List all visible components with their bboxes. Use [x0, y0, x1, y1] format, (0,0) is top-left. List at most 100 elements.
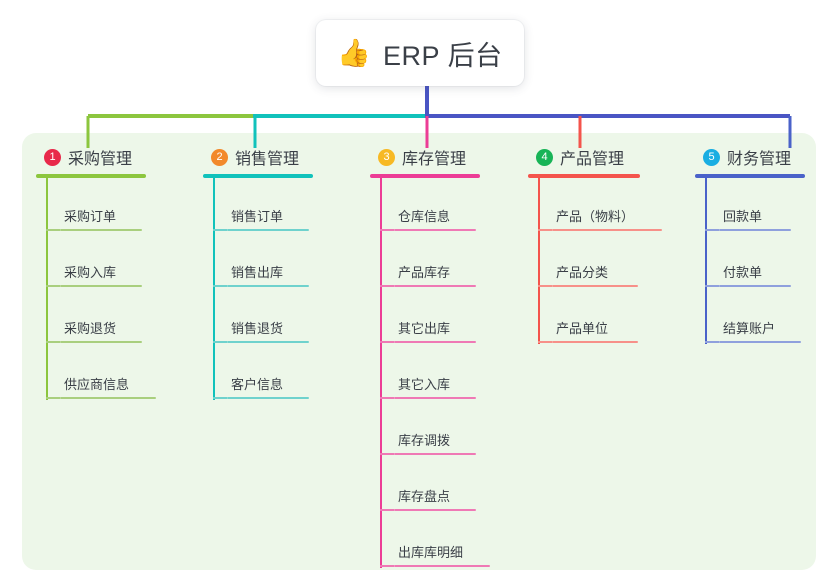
branch-item-label: 供应商信息 — [64, 377, 130, 392]
branch-item-underline — [227, 341, 309, 343]
branch-item-label: 付款单 — [723, 265, 763, 280]
branch-item[interactable]: 产品单位 — [528, 290, 640, 346]
branch-underline-1 — [36, 174, 146, 178]
root-node[interactable]: 👍 ERP 后台 — [316, 20, 524, 86]
branch-item-underline — [227, 285, 309, 287]
branch-item-tick — [380, 453, 394, 455]
branch-item[interactable]: 采购入库 — [36, 234, 146, 290]
branch-item-underline — [394, 285, 476, 287]
branch-item-label: 采购入库 — [64, 265, 117, 280]
branch-header-4[interactable]: 4 产品管理 — [528, 146, 640, 168]
branch-item-label: 结算账户 — [723, 321, 776, 336]
branch-item[interactable]: 采购订单 — [36, 178, 146, 234]
branch-item-label: 销售订单 — [231, 209, 284, 224]
branch-item-tick — [213, 229, 227, 231]
branch-spine-2 — [213, 178, 215, 400]
branch-item-label: 回款单 — [723, 209, 763, 224]
branch-item[interactable]: 采购退货 — [36, 290, 146, 346]
branch-item-list-4: 产品（物料） 产品分类产品单位 — [528, 178, 662, 346]
branch-item[interactable]: 出库库明细 — [370, 514, 490, 570]
branch-badge-4: 4 — [536, 148, 553, 166]
branch-item-tick — [705, 229, 719, 231]
branch-underline-5 — [695, 174, 805, 178]
branch-item-underline — [227, 397, 309, 399]
branch-underline-3 — [370, 174, 480, 178]
branch-item-tick — [213, 285, 227, 287]
branch-item-underline — [227, 229, 309, 231]
branch-item-underline — [60, 397, 156, 399]
branch-spine-1 — [46, 178, 48, 400]
branch-item[interactable]: 产品库存 — [370, 234, 480, 290]
branch-item-tick — [46, 397, 60, 399]
branch-item[interactable]: 客户信息 — [203, 346, 313, 402]
branch-item-list-3: 仓库信息产品库存其它出库其它入库库存调拨库存盘点出库库明细 — [370, 178, 490, 570]
branch-item-label: 库存调拨 — [398, 433, 451, 448]
branch-item-label: 产品（物料） — [556, 209, 635, 224]
branch-item[interactable]: 其它入库 — [370, 346, 480, 402]
branch-badge-5: 5 — [703, 148, 720, 166]
branch-column-4[interactable]: 4 产品管理产品（物料） 产品分类产品单位 — [528, 146, 662, 346]
branch-item-underline — [60, 229, 142, 231]
branch-item[interactable]: 产品（物料） — [528, 178, 662, 234]
branch-item-label: 其它出库 — [398, 321, 451, 336]
branch-item-list-2: 销售订单销售出库销售退货客户信息 — [203, 178, 313, 402]
branch-item[interactable]: 销售退货 — [203, 290, 313, 346]
branch-spine-3 — [380, 178, 382, 568]
branch-item-tick — [213, 397, 227, 399]
branch-item-tick — [538, 285, 552, 287]
branch-item-underline — [394, 509, 476, 511]
branch-badge-1: 1 — [44, 148, 61, 166]
branch-item[interactable]: 付款单 — [695, 234, 805, 290]
branch-item[interactable]: 供应商信息 — [36, 346, 156, 402]
branch-item[interactable]: 库存调拨 — [370, 402, 480, 458]
branch-spine-4 — [538, 178, 540, 344]
branch-item[interactable]: 结算账户 — [695, 290, 805, 346]
root-node-label: ERP 后台 — [383, 40, 503, 71]
branch-item[interactable]: 销售订单 — [203, 178, 313, 234]
branch-spine-5 — [705, 178, 707, 344]
branch-title-4: 产品管理 — [560, 151, 625, 168]
branch-item-underline — [394, 229, 476, 231]
branch-item-tick — [380, 285, 394, 287]
branch-item-label: 其它入库 — [398, 377, 451, 392]
branch-item-label: 产品单位 — [556, 321, 609, 336]
branch-title-2: 销售管理 — [235, 151, 300, 168]
branch-item-tick — [46, 285, 60, 287]
branch-item-label: 库存盘点 — [398, 489, 451, 504]
branch-item-label: 产品库存 — [398, 265, 451, 280]
branch-item-underline — [719, 229, 791, 231]
branch-item-tick — [380, 509, 394, 511]
branch-item-tick — [46, 341, 60, 343]
branch-item[interactable]: 产品分类 — [528, 234, 640, 290]
branch-item-tick — [380, 397, 394, 399]
branch-item[interactable]: 其它出库 — [370, 290, 480, 346]
branch-item-tick — [213, 341, 227, 343]
branch-item[interactable]: 销售出库 — [203, 234, 313, 290]
branch-item[interactable]: 库存盘点 — [370, 458, 480, 514]
branch-item[interactable]: 仓库信息 — [370, 178, 480, 234]
branch-item-tick — [380, 229, 394, 231]
branch-item-tick — [538, 341, 552, 343]
branch-item-underline — [60, 341, 142, 343]
branch-item-list-1: 采购订单采购入库采购退货供应商信息 — [36, 178, 156, 402]
branch-item-label: 仓库信息 — [398, 209, 451, 224]
branch-item-underline — [394, 397, 476, 399]
branch-item-underline — [394, 341, 476, 343]
branch-item-label: 采购订单 — [64, 209, 117, 224]
branch-item-underline — [60, 285, 142, 287]
branch-item[interactable]: 回款单 — [695, 178, 805, 234]
branch-item-underline — [719, 341, 801, 343]
branch-item-tick — [380, 565, 394, 567]
branch-item-underline — [552, 285, 638, 287]
branch-title-3: 库存管理 — [402, 151, 467, 168]
branch-item-label: 销售出库 — [231, 265, 284, 280]
